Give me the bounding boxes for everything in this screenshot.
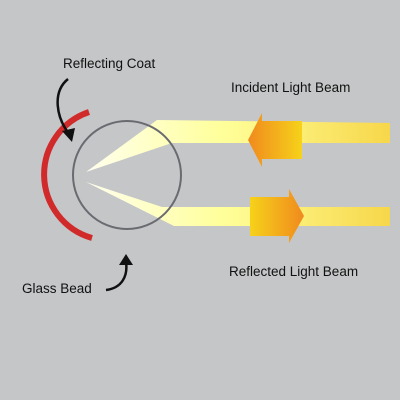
incident-light-beam <box>86 120 390 172</box>
glass-bead <box>72 120 182 230</box>
arrow-left-icon <box>248 113 302 167</box>
reflecting-coat <box>41 109 93 241</box>
glass-bead-leader-arrowhead <box>119 254 133 265</box>
reflecting-coat-label: Reflecting Coat <box>63 56 156 71</box>
glass-bead-leader <box>105 261 128 292</box>
arrow-right-icon <box>250 189 304 243</box>
incident-beam-label: Incident Light Beam <box>231 80 351 95</box>
glass-bead-label: Glass Bead <box>22 281 92 296</box>
reflected-light-beam <box>86 182 390 226</box>
reflecting-coat-leader-arrowhead <box>62 128 75 142</box>
reflected-beam-label: Reflected Light Beam <box>229 264 359 279</box>
